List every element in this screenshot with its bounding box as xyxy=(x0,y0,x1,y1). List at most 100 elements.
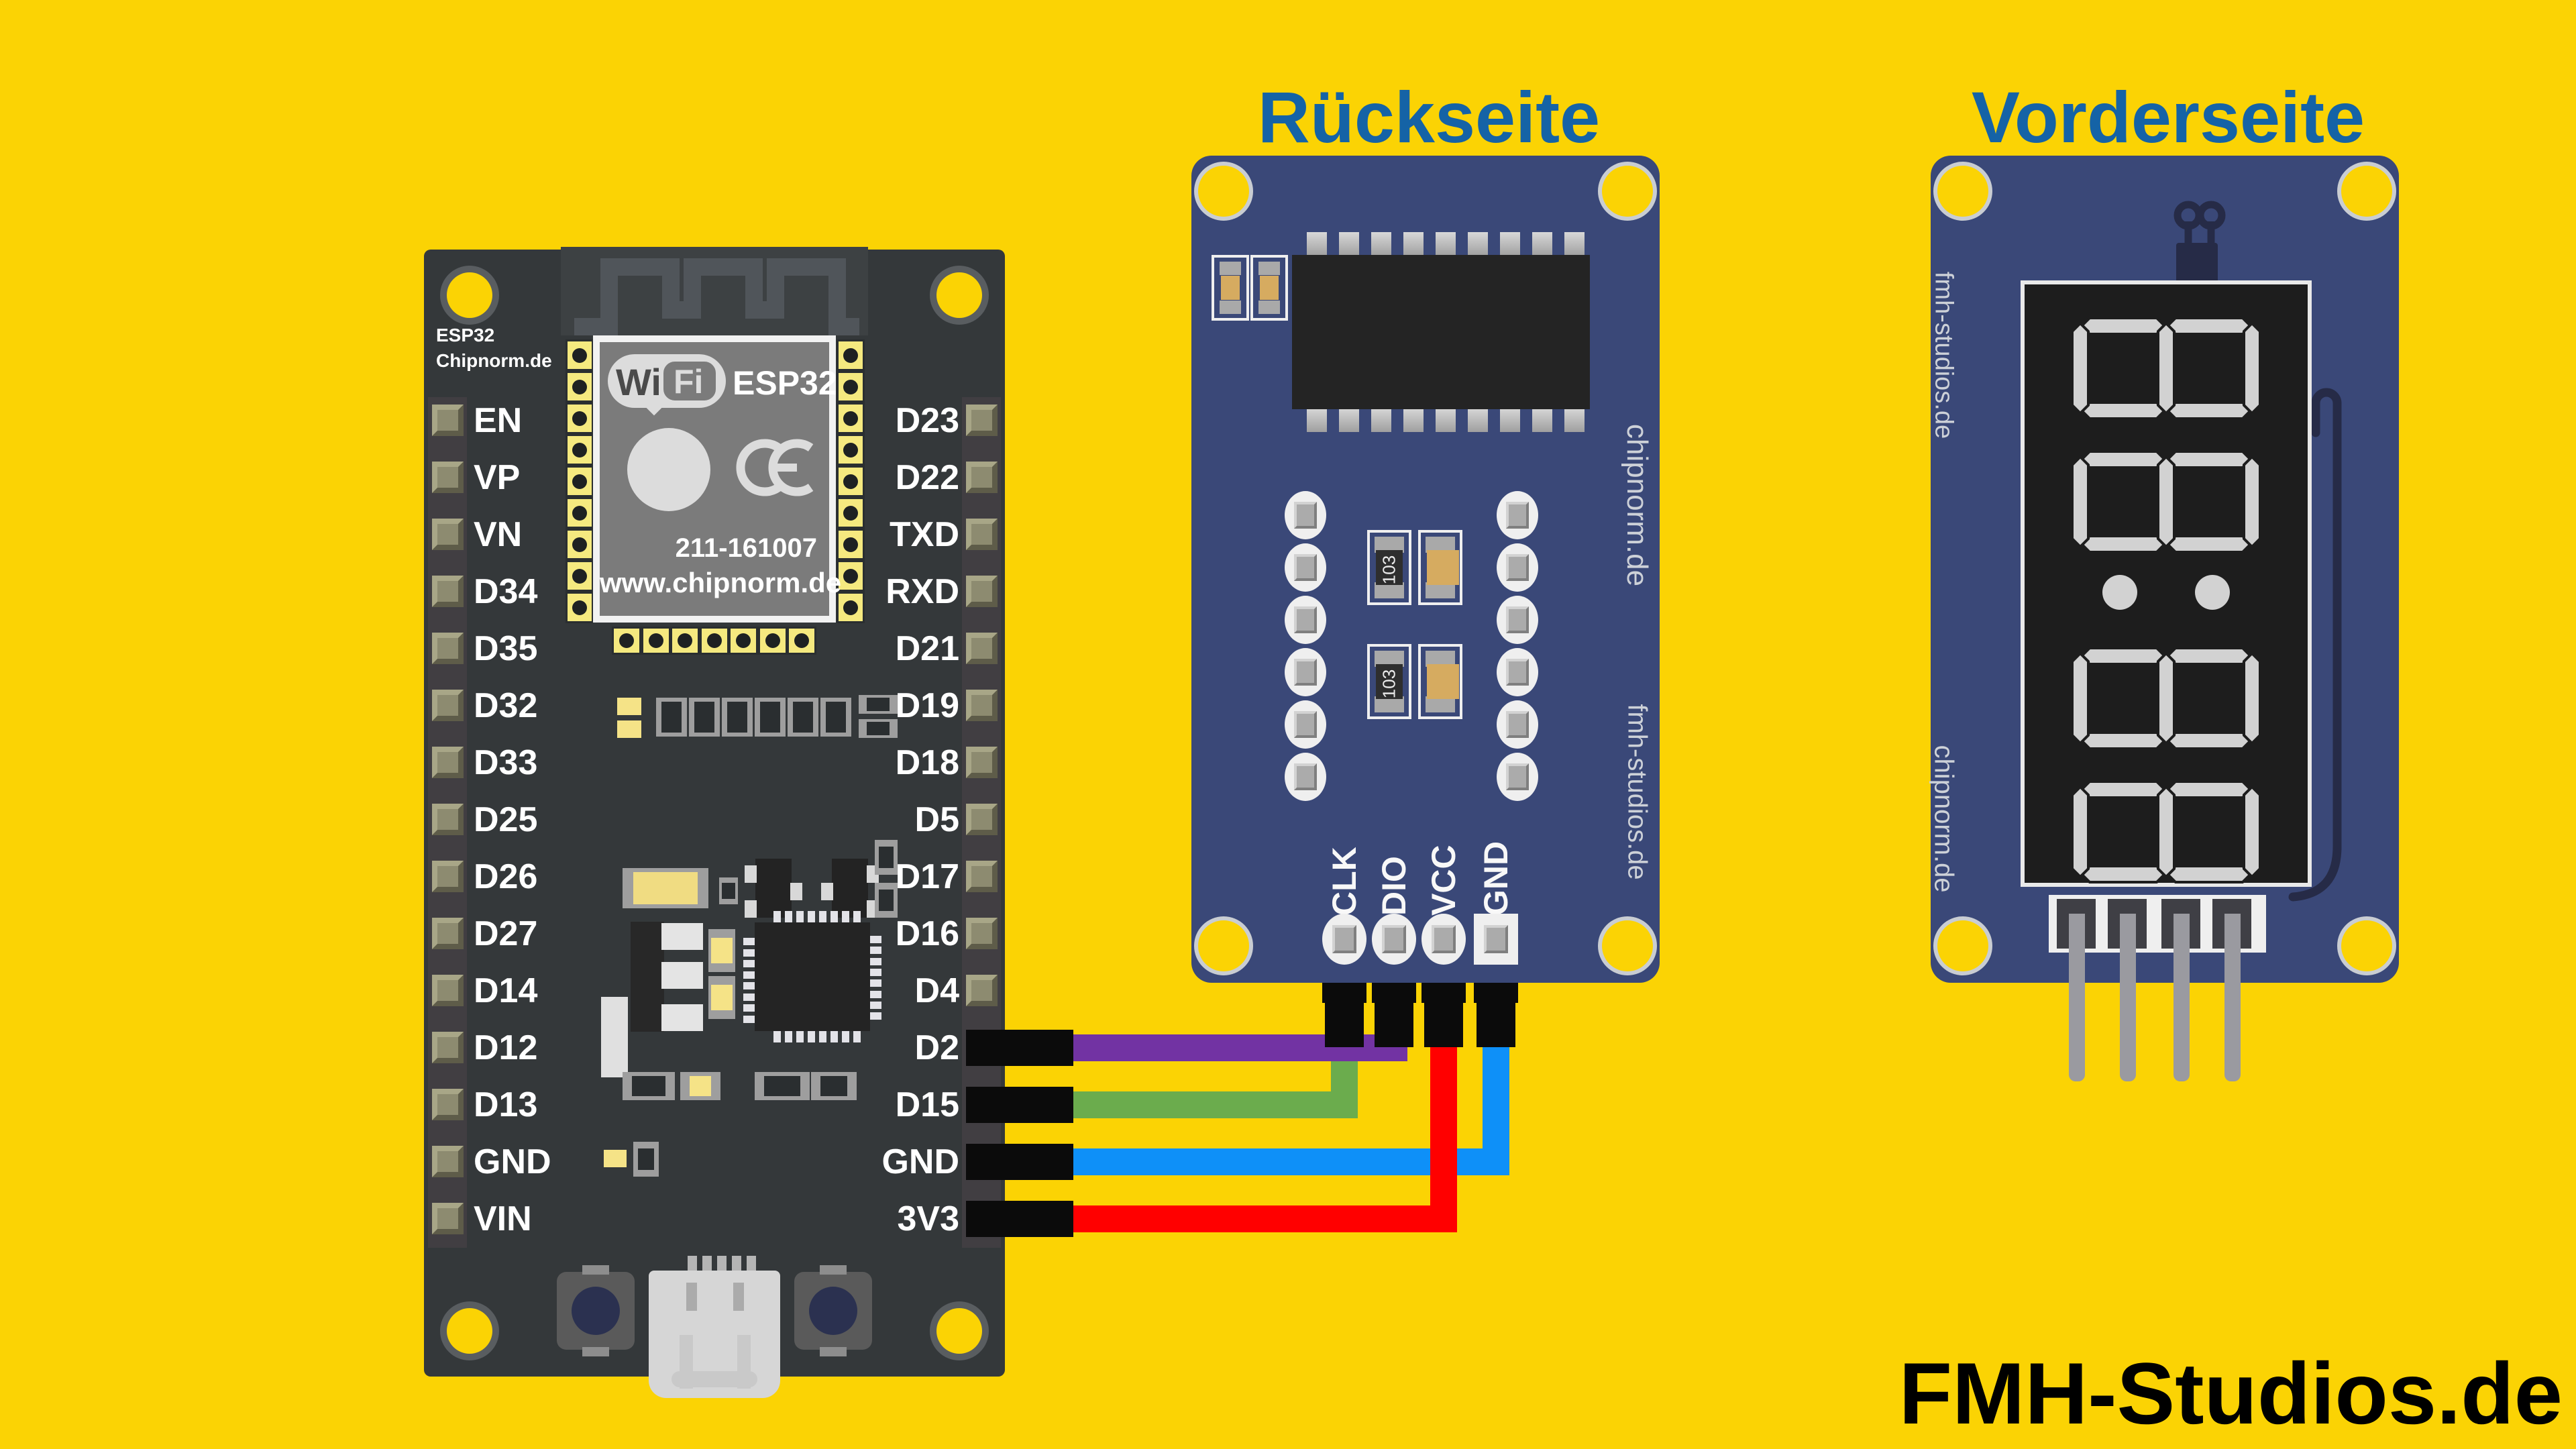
esp32-pin-label: D19 xyxy=(895,686,959,725)
module-side-pad xyxy=(837,466,865,497)
tm1637-chip-pin xyxy=(1371,408,1391,432)
smd-capacitor xyxy=(1250,255,1288,321)
through-hole-pad-square xyxy=(1294,763,1317,790)
esp32-right-pin-pad xyxy=(966,405,998,436)
mounting-hole xyxy=(930,1301,989,1360)
through-hole-pad-square xyxy=(1506,763,1529,790)
through-hole-pad xyxy=(1285,700,1326,749)
front-header-pin xyxy=(2174,914,2190,1081)
esp32-pin-label: D25 xyxy=(474,800,538,839)
module-side-pad xyxy=(837,434,865,466)
tm1637-chip-pin xyxy=(1436,408,1456,432)
smd-body xyxy=(879,890,894,911)
module-side-pad-hole xyxy=(572,347,587,363)
usb-slot xyxy=(733,1283,744,1311)
esp32-left-pin-pad xyxy=(432,861,464,892)
smd-component xyxy=(680,1072,720,1100)
esp32-left-pin-pad xyxy=(432,690,464,721)
mounting-hole xyxy=(2337,162,2396,221)
regulator-body xyxy=(631,922,664,1032)
mounting-hole xyxy=(440,266,499,325)
esp32-pin-label: D15 xyxy=(895,1085,959,1124)
ic-pin xyxy=(870,1012,881,1020)
module-side-pad xyxy=(837,402,865,434)
smd-resistor xyxy=(820,698,851,737)
esp32-pin-label: D27 xyxy=(474,914,538,953)
through-hole-pad xyxy=(1497,543,1538,592)
esp32-left-pin-pad xyxy=(432,405,464,436)
esp32-right-pin-pad xyxy=(966,519,998,550)
ic-pin xyxy=(773,1031,781,1042)
module-side-pad xyxy=(566,434,594,466)
regulator-pad xyxy=(661,1004,703,1031)
esp32-pin-label: D12 xyxy=(474,1028,538,1067)
through-hole-pad-square xyxy=(1294,659,1317,686)
module-bottom-pad-hole xyxy=(619,633,634,648)
mounting-hole xyxy=(440,1301,499,1360)
smd-body xyxy=(632,1076,665,1096)
esp32-pin-label: D34 xyxy=(474,572,538,611)
through-hole-pad xyxy=(1285,648,1326,696)
smd-component xyxy=(811,1072,857,1100)
through-hole-pad xyxy=(1285,753,1326,801)
smd-component xyxy=(875,840,898,875)
module-side-pad-hole xyxy=(843,442,858,458)
module-side-pad-hole xyxy=(572,600,587,615)
ic-pin xyxy=(743,960,755,967)
smd-body xyxy=(711,985,733,1010)
through-hole-pad-square xyxy=(1506,606,1529,633)
ic-pin xyxy=(853,1031,861,1042)
smd-resistor xyxy=(722,698,753,737)
smd-body xyxy=(633,872,698,904)
connector-d2 xyxy=(966,1030,1073,1066)
module-bottom-pad-hole xyxy=(678,633,692,648)
esp32-pin-label: D23 xyxy=(895,401,959,440)
ic-pin xyxy=(743,971,755,979)
module-side-pad xyxy=(566,529,594,560)
esp32-pin-label: D22 xyxy=(895,458,959,497)
module-bottom-pad-hole xyxy=(765,633,780,648)
module-side-pad xyxy=(566,371,594,402)
module-bottom-pad xyxy=(641,627,671,655)
display-top-sensor-icon xyxy=(2174,201,2226,284)
esp32-left-pin-pad xyxy=(432,576,464,607)
ic-pin xyxy=(743,1004,755,1012)
smd-capacitor xyxy=(708,929,735,972)
ic-pin xyxy=(870,1001,881,1009)
ic-pin xyxy=(830,911,838,922)
esp32-pin-label: D18 xyxy=(895,743,959,782)
esp32-right-pin-pad xyxy=(966,918,998,949)
pad-vcc xyxy=(1421,914,1466,965)
usb-contact xyxy=(688,1256,697,1272)
esp32-right-pin-pad xyxy=(966,804,998,835)
module-side-pad xyxy=(566,560,594,592)
smd-component xyxy=(859,695,898,714)
module-side-pad-hole xyxy=(843,600,858,615)
mounting-hole xyxy=(930,266,989,325)
mounting-hole xyxy=(1194,916,1253,975)
ic-pin xyxy=(808,1031,815,1042)
esp32-silkscreen-line1: ESP32 xyxy=(436,325,495,345)
module-side-pad-hole xyxy=(843,505,858,521)
module-side-pad xyxy=(837,560,865,592)
smd-component xyxy=(633,1142,659,1177)
tm1637-chip-pin xyxy=(1468,232,1488,256)
esp32-pin-label: VN xyxy=(474,515,523,554)
smd-component xyxy=(755,1072,810,1100)
smd-resistor xyxy=(656,698,687,737)
connector-gnd xyxy=(966,1144,1073,1180)
through-hole-pad xyxy=(1497,700,1538,749)
esp32-pin-label: D2 xyxy=(914,1028,959,1067)
esp32-left-pin-pad xyxy=(432,519,464,550)
module-side-pad-hole xyxy=(843,411,858,426)
usb-contact xyxy=(717,1256,727,1272)
module-bottom-pad-hole xyxy=(794,633,809,648)
smd-component xyxy=(623,1072,675,1100)
module-side-pad-hole xyxy=(843,568,858,584)
esp32-left-pin-pad xyxy=(432,633,464,664)
esp32-button-left-tab xyxy=(582,1347,609,1356)
ic-pin xyxy=(870,957,881,965)
smd-capacitor xyxy=(1212,255,1249,321)
ic-pin xyxy=(796,911,804,922)
